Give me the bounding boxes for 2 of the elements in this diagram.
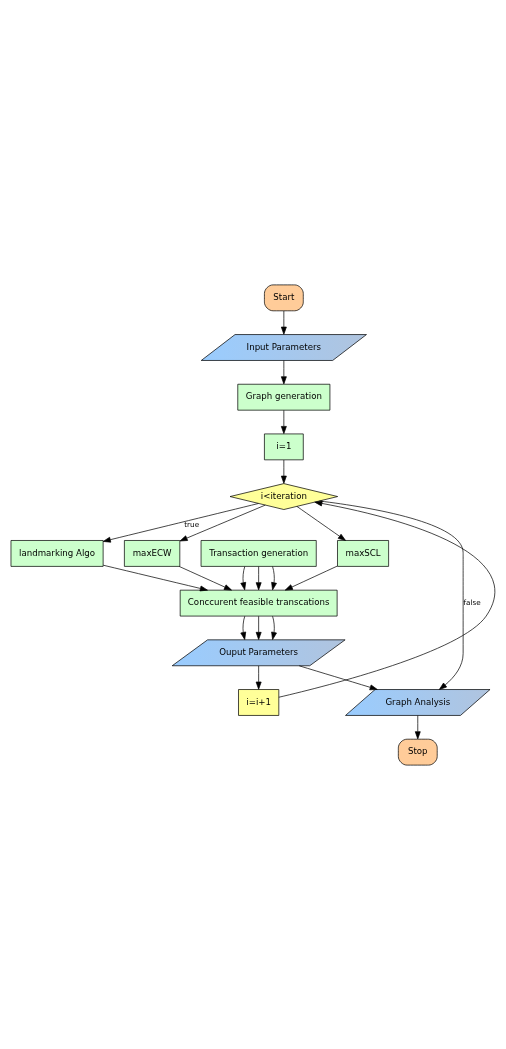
edge-label: false [463,597,481,607]
edge-label: true [184,519,200,529]
